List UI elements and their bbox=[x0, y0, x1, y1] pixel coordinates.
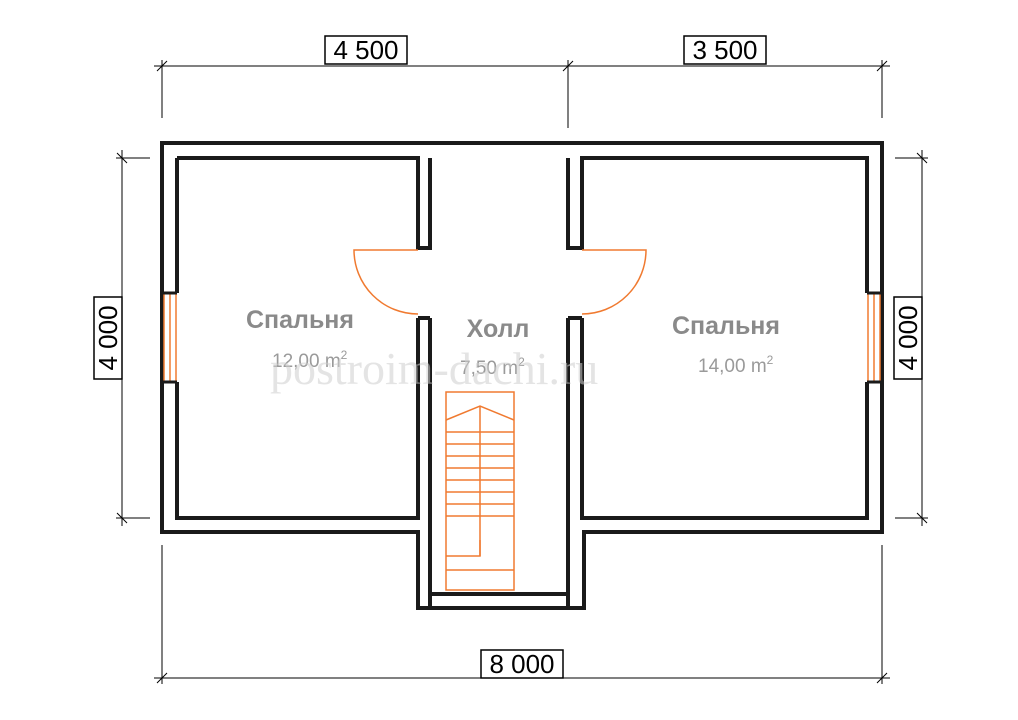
dim-top-left: 4 500 bbox=[333, 35, 398, 65]
room-area-hall: 7,50 m2 bbox=[460, 355, 525, 379]
room-area-bedroom-left: 12,00 m2 bbox=[272, 348, 348, 372]
right-room-inner-wall bbox=[566, 156, 869, 293]
dim-top-right: 3 500 bbox=[692, 35, 757, 65]
door-right-swing bbox=[581, 249, 647, 315]
window-right bbox=[867, 291, 882, 384]
walls bbox=[160, 141, 884, 610]
window-left bbox=[162, 291, 177, 384]
room-labels: Спальня 12,00 m2 Холл 7,50 m2 Спальня 14… bbox=[246, 306, 780, 379]
stairs bbox=[445, 391, 515, 591]
outer-wall-contour bbox=[160, 141, 884, 610]
windows bbox=[162, 291, 882, 384]
room-name-bedroom-right: Спальня bbox=[672, 312, 780, 340]
room-area-bedroom-right: 14,00 m2 bbox=[698, 353, 774, 377]
room-name-hall: Холл bbox=[467, 315, 530, 343]
hall-inner-bottom bbox=[428, 518, 570, 596]
door-jambs bbox=[418, 246, 582, 320]
doors bbox=[353, 249, 647, 315]
watermark: postroim-dachi.ru bbox=[270, 343, 598, 394]
dimension-labels: 4 500 3 500 8 000 4 000 4 000 bbox=[93, 35, 923, 679]
stairs-outline bbox=[445, 391, 515, 591]
door-left-swing bbox=[353, 249, 419, 315]
room-name-bedroom-left: Спальня bbox=[246, 306, 354, 334]
stairs-arrow bbox=[445, 405, 515, 421]
dim-bottom: 8 000 bbox=[489, 649, 554, 679]
dim-left: 4 000 bbox=[93, 305, 123, 370]
dim-right: 4 000 bbox=[893, 305, 923, 370]
